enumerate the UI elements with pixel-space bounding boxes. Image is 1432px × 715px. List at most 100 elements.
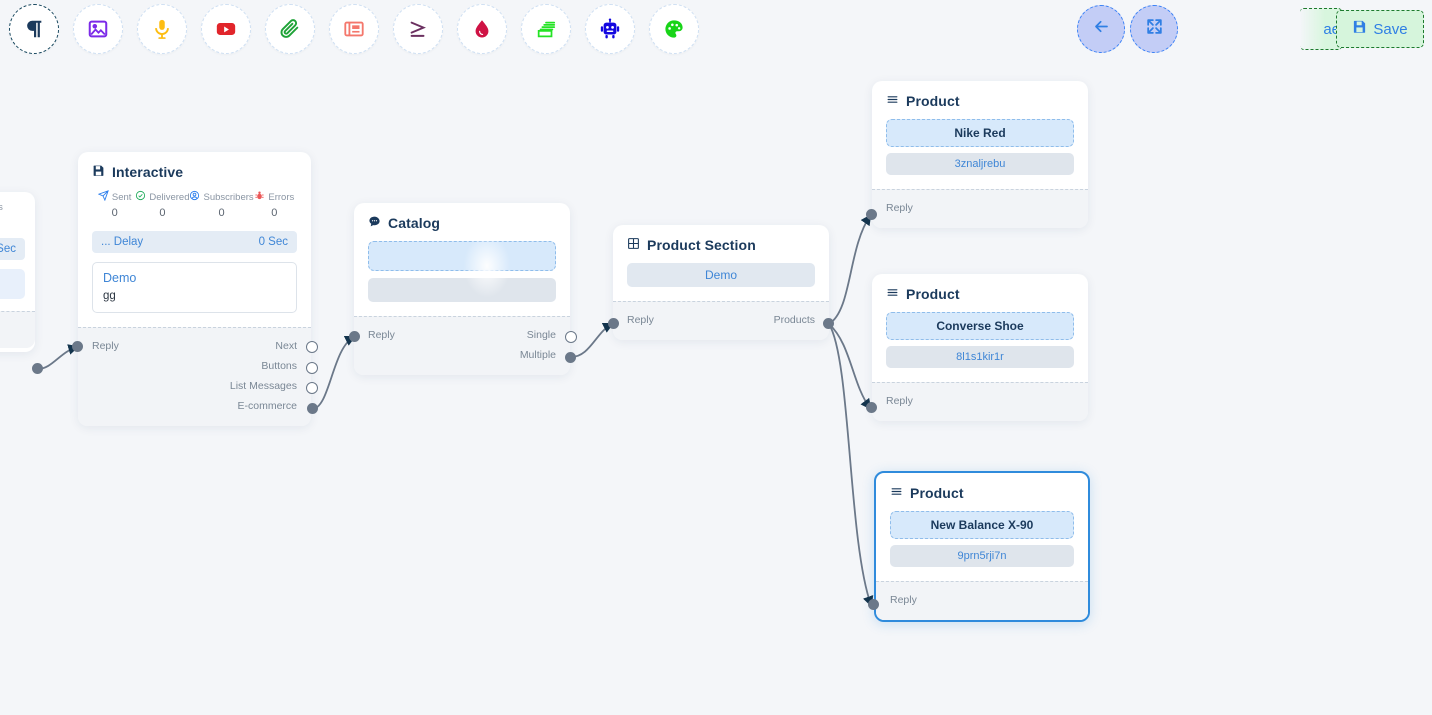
product-id-pill[interactable]: 9prn5rji7n bbox=[890, 545, 1074, 567]
product-name-pill[interactable]: Converse Shoe bbox=[886, 312, 1074, 340]
delay-row[interactable]: ... Delay 0 Sec bbox=[92, 231, 297, 253]
condition-tool[interactable] bbox=[393, 4, 443, 54]
fit-to-screen-button[interactable] bbox=[1130, 5, 1178, 53]
port-out-ecommerce[interactable] bbox=[307, 403, 318, 414]
node-title-text: Product bbox=[910, 485, 964, 501]
product-section-demo-pill[interactable]: Demo bbox=[627, 263, 815, 287]
port-in-reply-interactive[interactable] bbox=[72, 341, 83, 352]
paperclip-attachment-icon bbox=[279, 18, 301, 40]
audio-tool[interactable] bbox=[137, 4, 187, 54]
news-article-icon bbox=[343, 18, 365, 40]
stat-sent: Sent 0 bbox=[94, 190, 135, 219]
attachment-tool[interactable] bbox=[265, 4, 315, 54]
port-out-message[interactable] bbox=[32, 363, 43, 374]
node-title-text: Product bbox=[906, 286, 960, 302]
stat-value: 0 bbox=[159, 207, 166, 219]
save-node-icon bbox=[92, 164, 105, 180]
youtube-video-icon bbox=[215, 18, 237, 40]
message-text: gg bbox=[103, 290, 116, 302]
port-label-ecommerce: E-commerce bbox=[237, 400, 297, 412]
port-out-next[interactable] bbox=[306, 341, 318, 353]
stat-label: Errors bbox=[268, 191, 295, 203]
node-product-1[interactable]: Product Nike Red 3znaljrebu Reply bbox=[872, 81, 1088, 228]
node-title-text: Product Section bbox=[647, 237, 756, 253]
node-title-text: Product bbox=[906, 93, 960, 109]
node-interactive[interactable]: Interactive Sent 0 bbox=[78, 152, 311, 426]
port-label-reply: Reply bbox=[368, 329, 395, 341]
drop-tool[interactable] bbox=[457, 4, 507, 54]
port-label-reply: Reply bbox=[92, 340, 119, 352]
delay-row[interactable]: Sec bbox=[0, 238, 25, 260]
port-in-reply-catalog[interactable] bbox=[349, 331, 360, 342]
arrow-left-icon bbox=[1092, 17, 1111, 41]
node-catalog[interactable]: Catalog Reply Single Multiple bbox=[354, 203, 570, 375]
stats-strip: Sent 0 Delivered 0 bbox=[92, 190, 297, 219]
video-tool[interactable] bbox=[201, 4, 251, 54]
stat-label: Errors bbox=[0, 202, 3, 213]
palette-tool[interactable] bbox=[649, 4, 699, 54]
port-label-buttons: Buttons bbox=[261, 360, 297, 372]
node-title-text: Catalog bbox=[388, 215, 441, 231]
chat-bubble-icon bbox=[368, 215, 381, 231]
node-footer: essage bbox=[0, 311, 35, 348]
port-in-reply-product-section[interactable] bbox=[608, 318, 619, 329]
stat-value: 0 bbox=[111, 207, 118, 219]
port-label-next: Next bbox=[275, 340, 297, 352]
robot-icon bbox=[599, 18, 621, 40]
catalog-skeleton-primary bbox=[368, 241, 556, 271]
delay-label: ... Delay bbox=[101, 236, 144, 248]
product-name-pill[interactable]: New Balance X-90 bbox=[890, 511, 1074, 539]
node-footer: Reply Single Multiple bbox=[354, 316, 570, 375]
port-in-reply-product-2[interactable] bbox=[866, 402, 877, 413]
product-id-pill[interactable]: 3znaljrebu bbox=[886, 153, 1074, 175]
paper-plane-icon bbox=[97, 190, 109, 204]
port-label-multiple: Multiple bbox=[519, 349, 556, 361]
port-in-reply-product-3[interactable] bbox=[868, 599, 879, 610]
stat-label: Subscribers bbox=[203, 191, 254, 203]
save-button-label: Save bbox=[1373, 20, 1408, 38]
microphone-icon bbox=[151, 18, 173, 40]
delay-value: 0 Sec bbox=[258, 236, 288, 248]
hidden-behind-button[interactable]: ae bbox=[1300, 8, 1342, 50]
image-icon bbox=[87, 18, 109, 40]
hamburger-list-icon bbox=[886, 93, 899, 109]
port-in-reply-product-1[interactable] bbox=[866, 209, 877, 220]
image-tool[interactable] bbox=[73, 4, 123, 54]
port-out-multiple[interactable] bbox=[565, 352, 576, 363]
port-out-list-messages[interactable] bbox=[306, 382, 318, 394]
port-out-single[interactable] bbox=[565, 331, 577, 343]
port-out-buttons[interactable] bbox=[306, 362, 318, 374]
message-box[interactable] bbox=[0, 269, 25, 299]
bot-tool[interactable] bbox=[585, 4, 635, 54]
port-out-products[interactable] bbox=[823, 318, 834, 329]
node-title-text: Interactive bbox=[112, 164, 184, 180]
stat-subscribers: Subscribers 0 bbox=[189, 190, 254, 219]
stat-label: Sent bbox=[111, 191, 132, 203]
stat-delivered: Delivered 0 bbox=[135, 190, 189, 219]
node-title-product: Product bbox=[886, 286, 1074, 302]
top-toolbar: ae Save bbox=[0, 0, 1432, 58]
product-id-pill[interactable]: 8l1s1kir1r bbox=[886, 346, 1074, 368]
node-footer: Reply Products bbox=[613, 301, 829, 340]
bug-icon bbox=[254, 190, 265, 204]
save-button[interactable]: Save bbox=[1336, 10, 1424, 48]
back-button[interactable] bbox=[1077, 5, 1125, 53]
template-tool[interactable] bbox=[329, 4, 379, 54]
stat-value: 0 bbox=[218, 207, 225, 219]
floppy-disk-icon bbox=[1352, 19, 1367, 39]
hamburger-list-icon bbox=[890, 485, 903, 501]
message-title: Demo bbox=[103, 271, 137, 285]
partial-left-node[interactable]: Errors 0 Sec essage bbox=[0, 192, 35, 352]
message-box[interactable]: Demo gg bbox=[92, 262, 297, 313]
stat-value: 0 bbox=[0, 216, 23, 228]
delay-value: Sec bbox=[0, 243, 16, 255]
node-product-2[interactable]: Product Converse Shoe 8l1s1kir1r Reply bbox=[872, 274, 1088, 421]
list-tool[interactable] bbox=[521, 4, 571, 54]
node-product-3[interactable]: Product New Balance X-90 9prn5rji7n Repl… bbox=[874, 471, 1090, 622]
greater-than-equal-icon bbox=[407, 18, 429, 40]
catalog-skeleton-muted bbox=[368, 278, 556, 302]
node-product-section[interactable]: Product Section Demo Reply Products bbox=[613, 225, 829, 340]
product-name-pill[interactable]: Nike Red bbox=[886, 119, 1074, 147]
text-block-tool[interactable] bbox=[9, 4, 59, 54]
